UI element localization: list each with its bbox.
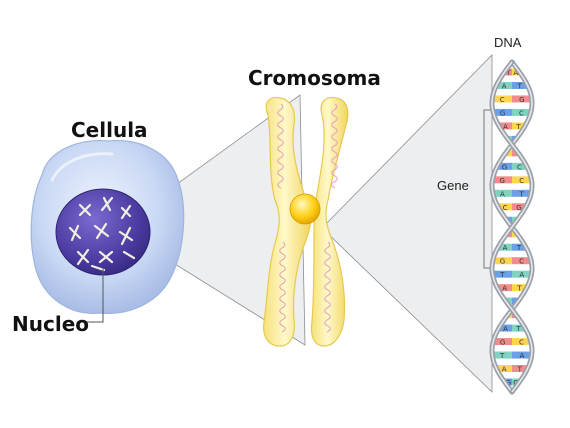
base-letter: A	[503, 325, 508, 333]
base-pair-left	[492, 257, 512, 265]
base-letter: T	[499, 352, 505, 360]
nucleus-pointer-line	[82, 268, 104, 323]
nucleus-chromosomes	[68, 196, 136, 272]
base-pair-right	[512, 68, 520, 76]
base-letter: A	[503, 123, 508, 131]
dna-strands	[489, 59, 535, 395]
base-pair-right	[512, 324, 526, 332]
base-pair-left	[492, 95, 512, 103]
base-letter: C	[519, 258, 524, 266]
base-pair-right	[512, 203, 526, 211]
base-letter: C	[519, 177, 524, 185]
chromosome	[263, 96, 349, 347]
base-letter: G	[500, 109, 505, 117]
gene-label: Gene	[437, 178, 469, 193]
base-letter: T	[516, 244, 522, 252]
base-letter: A	[502, 285, 507, 293]
base-letter: A	[519, 352, 524, 360]
base-pair-right	[512, 162, 527, 170]
base-pair-right	[512, 95, 532, 103]
base-pair-right	[512, 351, 532, 359]
chromosome-coil-right	[324, 103, 338, 333]
base-letter: T	[517, 82, 523, 90]
centromere	[289, 193, 321, 225]
base-letter: C	[500, 96, 505, 104]
base-letter: G	[500, 258, 505, 266]
base-pair-right	[512, 270, 532, 278]
base-pair-left	[492, 351, 512, 359]
base-pair-right	[512, 365, 528, 373]
gene-bracket	[483, 109, 490, 269]
base-pair-left	[505, 297, 512, 305]
base-letter: G	[516, 204, 521, 212]
base-letter: T	[499, 271, 505, 279]
base-letter: A	[502, 366, 507, 374]
base-pair-left	[492, 270, 512, 278]
base-letter: C	[519, 339, 524, 347]
cell-membrane-highlight	[50, 152, 114, 182]
zoom-funnel-dna	[321, 54, 493, 393]
base-letter: T	[515, 123, 521, 131]
base-letter: C	[517, 163, 522, 171]
base-letter: T	[517, 366, 523, 374]
base-pair-left	[505, 149, 512, 157]
chromosome-label: Cromosoma	[248, 66, 381, 90]
base-pair-left	[498, 203, 512, 211]
base-letter: C	[519, 109, 524, 117]
base-pair-left	[493, 338, 512, 346]
base-pair-left	[498, 324, 512, 332]
base-pair-left	[492, 176, 512, 184]
base-pair-left	[492, 189, 512, 197]
base-pair-right	[512, 338, 531, 346]
base-letter: T	[515, 325, 521, 333]
base-pair-left	[497, 162, 512, 170]
base-pair-right	[512, 297, 519, 305]
base-pair-left	[498, 122, 512, 130]
base-pair-right	[512, 284, 527, 292]
base-letter: G	[500, 339, 505, 347]
base-letter: C	[503, 204, 508, 212]
base-pair-right	[512, 243, 526, 251]
base-letter: G	[502, 163, 507, 171]
chromosome-left-arm	[263, 96, 312, 347]
base-pair-right	[512, 149, 519, 157]
base-pair-left	[504, 68, 512, 76]
base-letter: T	[505, 69, 511, 77]
base-letter: A	[502, 82, 507, 90]
base-pair-right	[512, 122, 526, 130]
nucleus-label: Nucleo	[12, 312, 89, 336]
base-pair-right	[512, 189, 532, 197]
base-letter: T	[518, 190, 524, 198]
base-pair-left	[496, 81, 512, 89]
base-pair-left	[498, 243, 512, 251]
base-pair-right	[512, 257, 532, 265]
base-pair-right	[512, 108, 531, 116]
base-pair-left	[497, 284, 512, 292]
base-pair-left	[504, 378, 512, 386]
base-letter: A	[500, 190, 505, 198]
dna-strand-b-highlight	[491, 61, 533, 393]
base-letter: A	[519, 271, 524, 279]
base-letter: G	[500, 177, 505, 185]
base-pair-left	[496, 365, 512, 373]
chromosome-right-arm	[310, 96, 349, 347]
base-letter: A	[503, 244, 508, 252]
base-letter: G	[519, 96, 524, 104]
dna-label: DNA	[494, 35, 522, 50]
base-letter: A	[513, 69, 518, 77]
base-pair-left	[493, 108, 512, 116]
base-pair-right	[512, 176, 532, 184]
base-pair-right	[512, 378, 520, 386]
chromosome-coil-left	[277, 103, 286, 333]
base-letter: T	[516, 285, 522, 293]
base-pair-right	[512, 81, 528, 89]
cell-label: Cellula	[71, 118, 148, 142]
